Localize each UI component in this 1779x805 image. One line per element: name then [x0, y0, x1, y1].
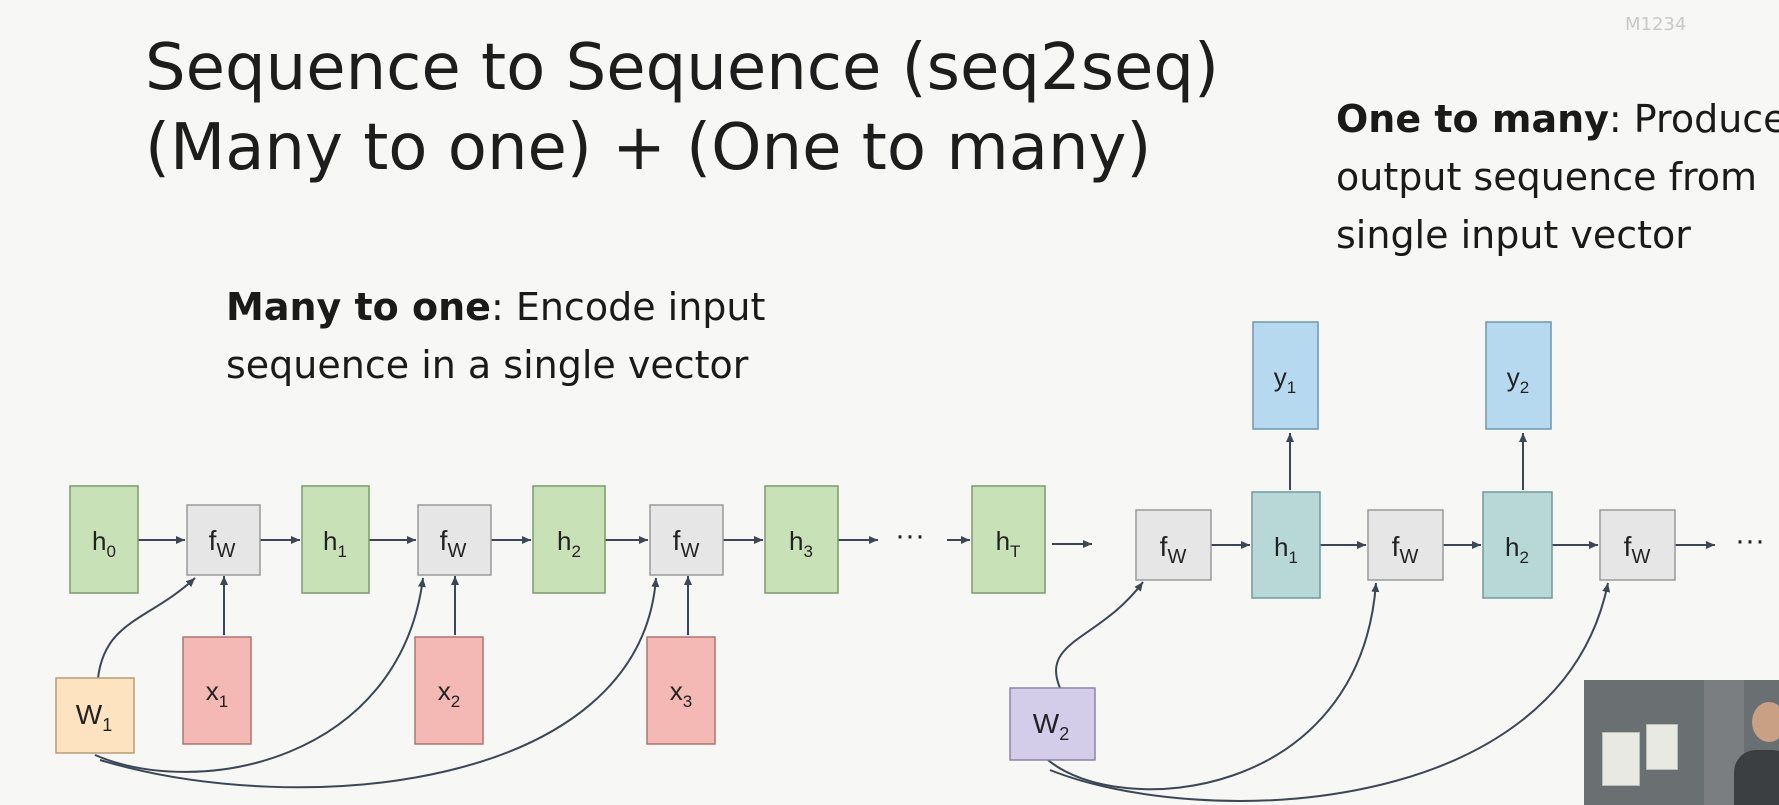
- h1-box: [301, 485, 370, 594]
- title-line-1: Sequence to Sequence (seq2seq): [145, 31, 1219, 105]
- dec-fw3-box: [1599, 509, 1676, 581]
- dec-h2-label: h2: [1505, 532, 1529, 567]
- y2-box: [1485, 321, 1552, 430]
- fw1-box: [186, 504, 261, 576]
- decoder-ellipsis: ···: [1735, 524, 1765, 557]
- w1-box: [55, 677, 135, 754]
- y1-box: [1252, 321, 1319, 430]
- watermark: M1234: [1625, 14, 1687, 35]
- dec-fw1-box: [1135, 509, 1212, 581]
- y2-label: y2: [1507, 362, 1529, 397]
- w2-box: [1009, 687, 1096, 761]
- one-to-many-caption: One to many: Produce output sequence fro…: [1336, 90, 1779, 264]
- x2-box: [414, 636, 484, 745]
- curve-w2-dfw2: [1047, 582, 1380, 791]
- x1-label: x1: [206, 676, 228, 711]
- speaker-head: [1752, 702, 1779, 742]
- x1-box: [182, 636, 252, 745]
- w1-label: W1: [76, 699, 112, 735]
- whiteboard-paper: [1646, 724, 1678, 770]
- many-to-one-caption: Many to one: Encode input sequence in a …: [226, 278, 765, 394]
- h2-label: h2: [557, 526, 581, 561]
- dec-h1-box: [1251, 491, 1321, 599]
- dec-fw2-label: fW: [1392, 531, 1419, 568]
- slide-title: Sequence to Sequence (seq2seq) (Many to …: [145, 28, 1219, 188]
- hT-box: [971, 485, 1046, 594]
- dec-fw1-label: fW: [1160, 531, 1187, 568]
- curve-w2-dfw1: [1055, 581, 1144, 689]
- whiteboard-paper: [1602, 732, 1640, 786]
- one-to-many-desc-line2: output sequence from: [1336, 155, 1758, 199]
- h3-box: [764, 485, 839, 594]
- curve-w2-dfw3: [1049, 582, 1611, 802]
- title-line-2: (Many to one) + (One to many): [145, 111, 1152, 185]
- h2-box: [532, 485, 606, 594]
- curve-w1-fw2: [94, 577, 426, 773]
- w2-label: W2: [1033, 708, 1069, 744]
- curve-w1-fw3: [99, 577, 660, 789]
- fw2-label: fW: [440, 525, 467, 562]
- speaker-video-thumbnail: [1584, 680, 1779, 805]
- fw1-label: fW: [209, 525, 236, 562]
- one-to-many-label: One to many: [1336, 97, 1609, 141]
- hT-label: hT: [996, 526, 1021, 561]
- encoder-ellipsis: ···: [895, 519, 925, 552]
- dec-fw3-label: fW: [1624, 531, 1651, 568]
- fw3-label: fW: [673, 525, 700, 562]
- encoder-arrows: [94, 536, 1092, 789]
- x2-label: x2: [438, 676, 460, 711]
- speaker-body: [1734, 750, 1779, 805]
- one-to-many-desc-line3: single input vector: [1336, 213, 1691, 257]
- many-to-one-desc: : Encode input: [490, 285, 766, 329]
- h3-label: h3: [789, 526, 813, 561]
- decoder-arrows: [1047, 433, 1715, 802]
- many-to-one-label: Many to one: [226, 285, 491, 329]
- many-to-one-desc-line2: sequence in a single vector: [226, 343, 749, 387]
- x3-label: x3: [670, 676, 692, 711]
- curve-w1-fw1: [97, 577, 196, 679]
- one-to-many-desc: : Produce: [1608, 97, 1779, 141]
- h0-label: h0: [92, 526, 116, 561]
- h0-box: [69, 485, 139, 594]
- fw3-box: [649, 504, 724, 576]
- dec-h2-box: [1482, 491, 1553, 599]
- fw2-box: [417, 504, 492, 576]
- h1-label: h1: [323, 526, 347, 561]
- dec-fw2-box: [1367, 509, 1444, 581]
- y1-label: y1: [1274, 362, 1296, 397]
- x3-box: [646, 636, 716, 745]
- dec-h1-label: h1: [1274, 532, 1298, 567]
